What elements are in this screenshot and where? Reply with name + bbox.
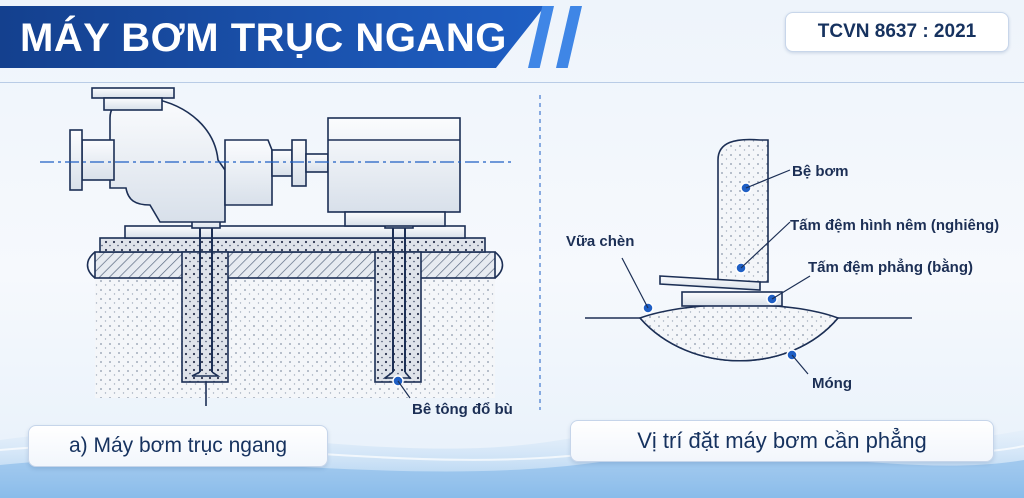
caption-level-position: Vị trí đặt máy bơm cần phẳng bbox=[570, 420, 994, 462]
header-divider bbox=[0, 82, 1024, 83]
caption-horizontal-pump: a) Máy bơm trục ngang bbox=[28, 425, 328, 467]
label-pump-base: Bệ bơm bbox=[792, 163, 849, 180]
standard-badge: TCVN 8637 : 2021 bbox=[785, 12, 1009, 52]
label-concrete-fill: Bê tông đổ bù bbox=[412, 401, 513, 418]
label-flat-shim: Tấm đệm phẳng (bằng) bbox=[808, 258, 973, 276]
label-foundation: Móng bbox=[812, 375, 852, 392]
leveling-detail-diagram bbox=[585, 138, 912, 375]
page-title: MÁY BƠM TRỤC NGANG bbox=[20, 16, 507, 60]
label-wedge-shim: Tấm đệm hình nêm (nghiêng) bbox=[790, 217, 999, 234]
label-grout: Vữa chèn bbox=[566, 233, 634, 250]
horizontal-pump-diagram bbox=[40, 87, 515, 406]
title-banner bbox=[0, 6, 545, 68]
